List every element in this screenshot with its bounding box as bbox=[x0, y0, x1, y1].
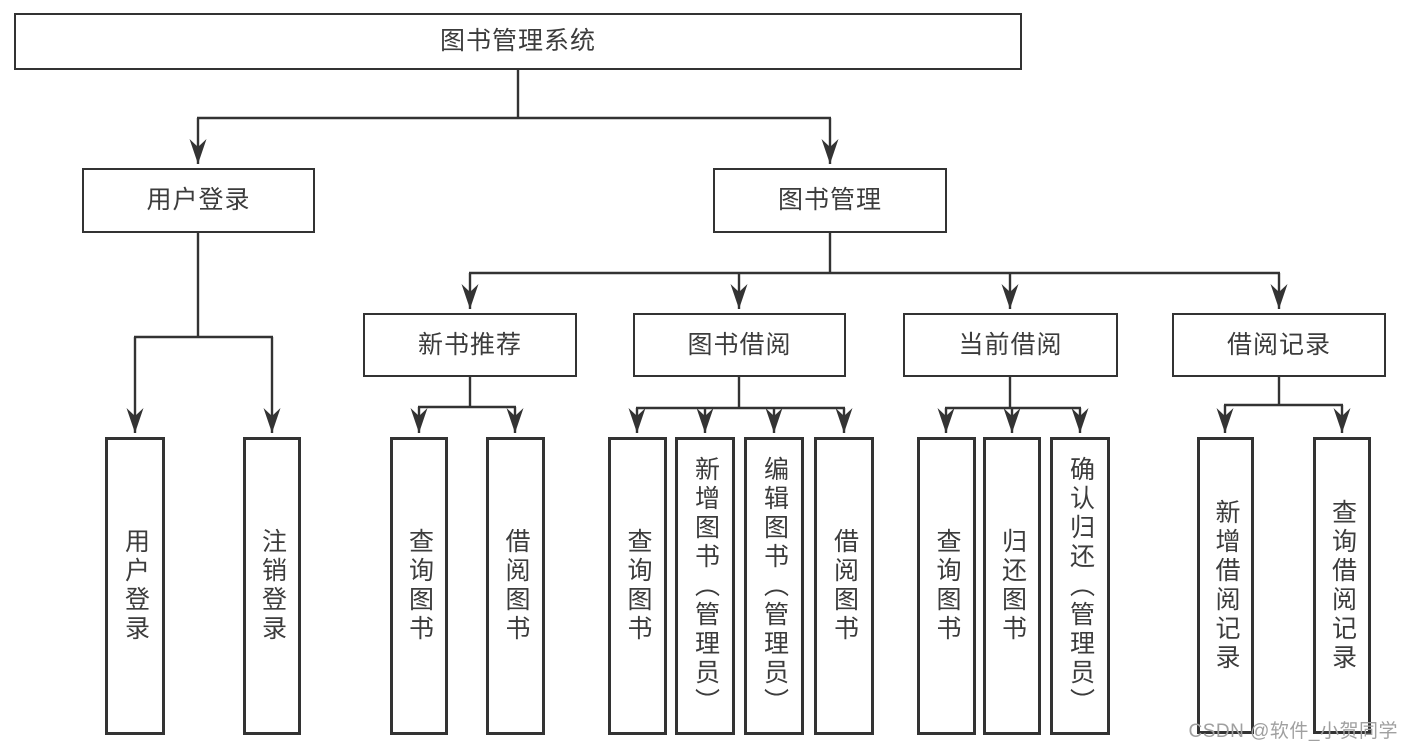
node-book-management: 图书管理 bbox=[713, 168, 947, 233]
leaf-borrowing-add-books-admin: 新增图书（管理员） bbox=[675, 437, 735, 735]
leaf-records-query-record-label: 查询借阅记录 bbox=[1328, 498, 1357, 673]
node-user-login-label: 用户登录 bbox=[146, 186, 251, 214]
node-current-borrowing-label: 当前借阅 bbox=[958, 330, 1063, 359]
node-book-borrowing-label: 图书借阅 bbox=[687, 330, 792, 359]
leaf-borrowing-query-books-label: 查询图书 bbox=[624, 528, 652, 644]
leaf-current-confirm-return-admin-label: 确认归还（管理员） bbox=[1066, 455, 1095, 717]
leaf-logout-label: 注销登录 bbox=[258, 528, 287, 644]
leaf-newbook-borrow-books-label: 借阅图书 bbox=[502, 528, 530, 644]
node-system-root: 图书管理系统 bbox=[14, 13, 1022, 70]
leaf-user-login: 用户登录 bbox=[105, 437, 165, 735]
leaf-current-query-books-label: 查询图书 bbox=[933, 528, 961, 644]
node-user-login: 用户登录 bbox=[82, 168, 315, 233]
leaf-newbook-query-books-label: 查询图书 bbox=[405, 528, 434, 644]
node-new-book-recommend: 新书推荐 bbox=[363, 313, 577, 377]
leaf-borrowing-query-books: 查询图书 bbox=[608, 437, 667, 735]
leaf-current-return-books: 归还图书 bbox=[983, 437, 1041, 735]
node-book-borrowing: 图书借阅 bbox=[633, 313, 846, 377]
leaf-borrowing-edit-books-admin-label: 编辑图书（管理员） bbox=[760, 455, 789, 717]
leaf-current-return-books-label: 归还图书 bbox=[998, 528, 1027, 644]
node-system-root-label: 图书管理系统 bbox=[439, 27, 596, 55]
leaf-borrowing-borrow-books-label: 借阅图书 bbox=[830, 528, 859, 644]
leaf-newbook-borrow-books: 借阅图书 bbox=[486, 437, 545, 735]
leaf-current-confirm-return-admin: 确认归还（管理员） bbox=[1050, 437, 1110, 735]
leaf-newbook-query-books: 查询图书 bbox=[390, 437, 448, 735]
node-borrowing-records: 借阅记录 bbox=[1172, 313, 1386, 377]
leaf-current-query-books: 查询图书 bbox=[917, 437, 976, 735]
leaf-borrowing-add-books-admin-label: 新增图书（管理员） bbox=[691, 455, 720, 717]
node-borrowing-records-label: 借阅记录 bbox=[1226, 330, 1331, 359]
node-new-book-recommend-label: 新书推荐 bbox=[417, 330, 522, 359]
leaf-records-add-record: 新增借阅记录 bbox=[1197, 437, 1254, 734]
node-current-borrowing: 当前借阅 bbox=[903, 313, 1118, 377]
csdn-watermark: CSDN @软件_小贺同学 bbox=[1188, 721, 1398, 742]
leaf-borrowing-borrow-books: 借阅图书 bbox=[814, 437, 874, 735]
leaf-records-query-record: 查询借阅记录 bbox=[1313, 437, 1371, 734]
leaf-borrowing-edit-books-admin: 编辑图书（管理员） bbox=[744, 437, 804, 735]
node-book-management-label: 图书管理 bbox=[777, 186, 882, 214]
leaf-records-add-record-label: 新增借阅记录 bbox=[1212, 498, 1240, 673]
leaf-logout: 注销登录 bbox=[243, 437, 301, 735]
leaf-user-login-label: 用户登录 bbox=[121, 528, 150, 644]
